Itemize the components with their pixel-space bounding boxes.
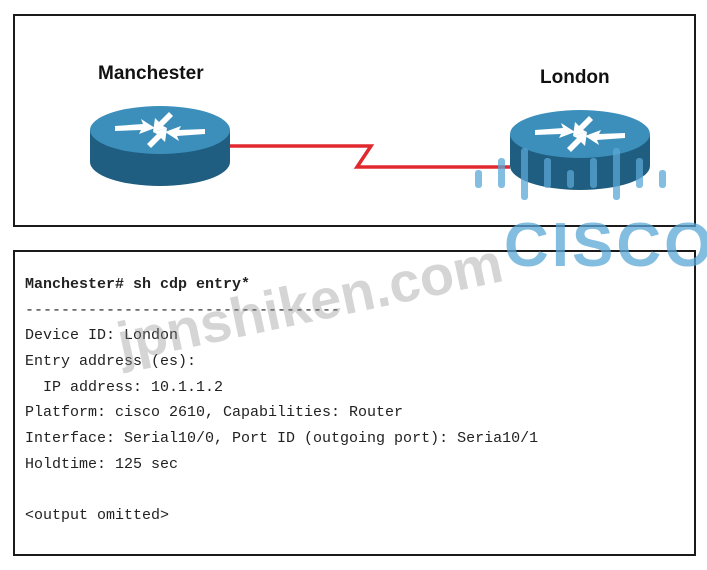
- serial-link: [160, 144, 510, 169]
- cli-output-panel: Manchester# sh cdp entry* ---------------…: [13, 250, 696, 556]
- cli-line-interface: Interface: Serial10/0, Port ID (outgoing…: [25, 430, 539, 448]
- serial-link-line: [160, 144, 510, 169]
- cli-line-command: Manchester# sh cdp entry*: [25, 276, 251, 293]
- cli-line-platform: Platform: cisco 2610, Capabilities: Rout…: [25, 404, 404, 422]
- router-icon-manchester: [90, 106, 230, 186]
- router-label-london: London: [540, 67, 610, 88]
- cli-output: Manchester# sh cdp entry* ---------------…: [25, 272, 538, 529]
- cli-line-ip-address: IP address: 10.1.1.2: [25, 378, 224, 396]
- cli-line-entry-address: Entry address (es):: [25, 353, 197, 371]
- cisco-logo-icon: CISCO: [475, 148, 707, 280]
- cli-line-device-id: Device ID: London: [25, 327, 179, 345]
- cli-line-blank: [25, 478, 538, 504]
- topology-diagram: Manchester London: [13, 14, 696, 227]
- cli-line-separator: -----------------------------------: [25, 301, 341, 319]
- cli-line-output-omitted: <output omitted>: [25, 507, 170, 525]
- cli-line-holdtime: Holdtime: 125 sec: [25, 455, 179, 473]
- router-label-manchester: Manchester: [98, 63, 204, 84]
- cisco-logo-text: CISCO: [504, 211, 707, 280]
